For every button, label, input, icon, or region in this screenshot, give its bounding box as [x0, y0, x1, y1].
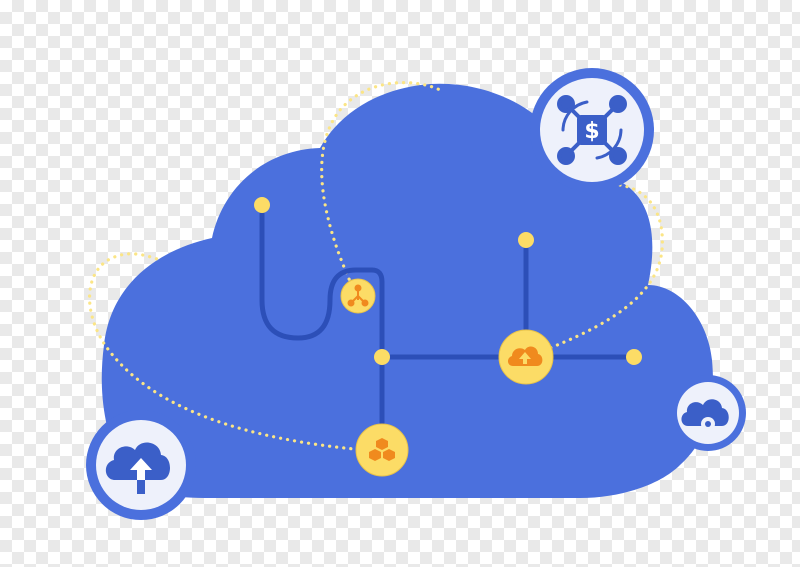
hexagon-cluster-icon	[369, 438, 395, 461]
badge-dollar-network: $	[530, 68, 654, 192]
circuit-u-path	[259, 202, 385, 443]
cloud-sync-icon	[507, 346, 543, 366]
dotted-arc-left	[87, 252, 367, 452]
node-hexagon-cluster	[355, 423, 409, 477]
dotted-arc-top	[320, 81, 442, 294]
cloud-upload-icon	[105, 442, 170, 494]
terminal-dots	[254, 197, 642, 365]
dollar-network-icon	[557, 95, 627, 165]
terminal-dot-4	[626, 349, 642, 365]
node-cloud-sync	[498, 329, 554, 385]
dollar-symbol: $	[584, 119, 599, 144]
dotted-arc-top-right	[548, 183, 664, 350]
node-share-branch	[340, 278, 376, 314]
cloud-gear-icon	[681, 399, 729, 431]
terminal-dot-1	[254, 197, 270, 213]
terminal-dot-3	[374, 349, 390, 365]
badge-cloud-upload	[86, 410, 196, 520]
badge-cloud-gear	[670, 375, 746, 451]
dotted-connectors	[87, 81, 664, 452]
cloud-shape	[101, 83, 713, 498]
share-branch-icon	[347, 284, 369, 307]
terminal-dot-2	[518, 232, 534, 248]
